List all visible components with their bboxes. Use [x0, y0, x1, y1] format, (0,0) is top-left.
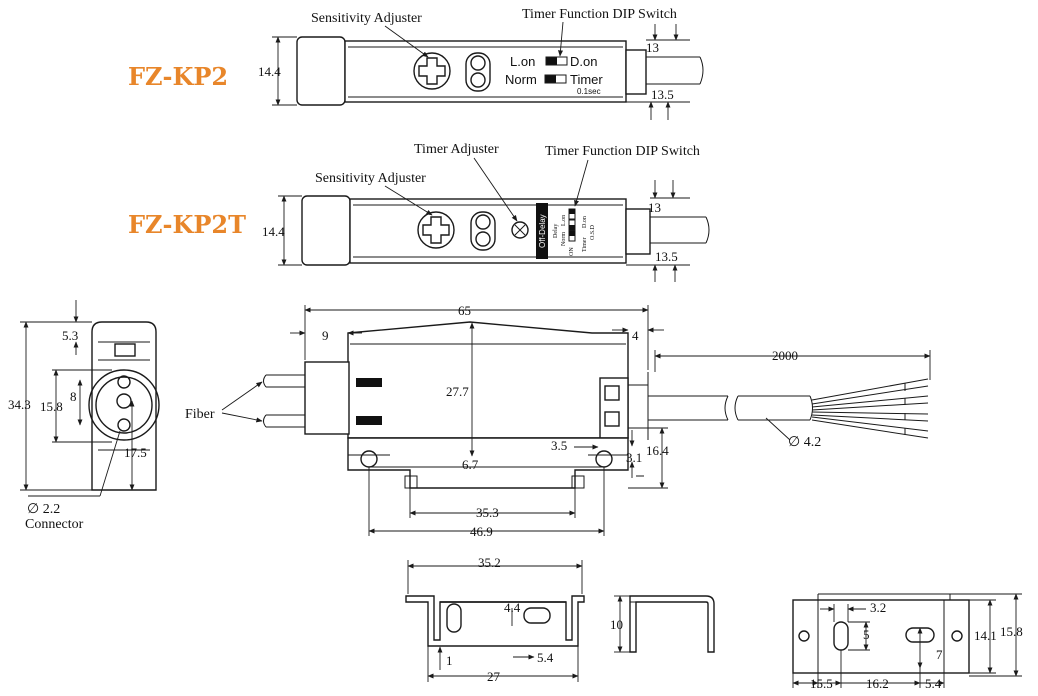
side-view: 5.3 34.3 15.8 8 17.5 ∅ 2.2 Connector [8, 300, 160, 532]
fiber-hole-icon [117, 375, 131, 389]
indicator-led-icon [475, 214, 491, 230]
dim-kp2t-13-5: 13.5 [655, 249, 678, 264]
switch-label-t-on: ON [569, 247, 575, 256]
dim-main-6-7: 6.7 [462, 457, 479, 472]
dim-side-15-8: 15.8 [40, 399, 63, 414]
bracket-slot-icon [523, 607, 551, 624]
callout-timer-function-dip-switch: Timer Function DIP Switch [522, 7, 677, 22]
connector-diameter: ∅ 2.2 [27, 502, 60, 517]
dim-side-17-5: 17.5 [124, 445, 147, 460]
dim-main-9: 9 [322, 328, 329, 343]
dim-kp2t-height: 14.4 [262, 224, 285, 239]
dim-main-35-3: 35.3 [476, 505, 499, 520]
dim-bracket-side-10: 10 [610, 617, 623, 632]
callout-connector: Connector [25, 517, 84, 532]
sensitivity-adjuster-icon [417, 211, 455, 249]
switch-label-l-on: L.on [510, 54, 535, 69]
callout-timer-adjuster: Timer Adjuster [414, 142, 499, 157]
dim-main-3-5: 3.5 [551, 438, 567, 453]
dim-kp2-13-5: 13.5 [651, 87, 674, 102]
bracket-hole-icon [798, 630, 810, 642]
bracket-front-view: 35.2 4.4 5.4 1 27 [405, 555, 585, 684]
dim-main-4: 4 [632, 328, 639, 343]
switch-label-t-osd: O.S.D [590, 224, 596, 240]
bracket-top-view: 3.2 5 7 14.1 15.8 15.5 16.2 5.4 [792, 593, 1023, 691]
switch-label-timer-unit: 0.1sec [577, 87, 601, 96]
model-label-fz-kp2: FZ-KP2 [128, 62, 228, 91]
dim-kp2-13: 13 [646, 40, 659, 55]
dim-main-16-4: 16.4 [646, 443, 669, 458]
cable-diameter: ∅ 4.2 [788, 435, 821, 450]
bracket-slot-icon [446, 603, 462, 633]
model-label-fz-kp2t: FZ-KP2T [128, 210, 246, 239]
dim-main-65: 65 [458, 303, 471, 318]
dim-top-14-1: 14.1 [974, 628, 997, 643]
switch-label-norm: Norm [505, 72, 537, 87]
fz-kp2t-view: FZ-KP2T Off-Delay Delay Norm L.on ON Tim… [128, 142, 710, 282]
dim-side-34-3: 34.3 [8, 397, 31, 412]
switch-label-d-on: D.on [570, 54, 597, 69]
bracket-side-view: 10 [610, 595, 715, 653]
dim-kp2t-13: 13 [648, 200, 661, 215]
dim-top-5: 5 [863, 627, 870, 642]
dim-top-3-2: 3.2 [870, 600, 886, 615]
timer-adjuster-icon [511, 221, 529, 239]
switch-label-off-delay: Off-Delay [538, 214, 547, 248]
dim-top-5-4: 5.4 [925, 676, 942, 691]
dim-top-7: 7 [936, 647, 943, 662]
dim-bracket-27: 27 [487, 669, 501, 684]
dim-side-5-3: 5.3 [62, 328, 78, 343]
switch-label-t-timer: Timer [582, 238, 588, 252]
indicator-led-icon [475, 231, 491, 247]
dim-top-16-2: 16.2 [866, 676, 889, 691]
callout-fiber: Fiber [185, 407, 215, 422]
dim-bracket-1: 1 [446, 653, 453, 668]
dim-main-2000: 2000 [772, 348, 798, 363]
fz-kp2-view: FZ-KP2 L.on D.on Norm Timer 0.1sec Sensi… [128, 7, 704, 120]
dim-top-15-8: 15.8 [1000, 624, 1023, 639]
dim-top-15-5: 15.5 [810, 676, 833, 691]
indicator-led-icon [470, 72, 486, 88]
callout-sensitivity-adjuster-2: Sensitivity Adjuster [315, 171, 426, 186]
switch-label-t-norm: Norm [561, 232, 567, 246]
switch-label-timer: Timer [570, 72, 603, 87]
dim-main-46-9: 46.9 [470, 524, 493, 539]
dim-kp2-height: 14.4 [258, 64, 281, 79]
sensitivity-adjuster-icon [413, 52, 451, 90]
main-view: Fiber [185, 303, 931, 539]
dim-bracket-4-4: 4.4 [504, 600, 521, 615]
dim-bracket-5-4: 5.4 [537, 650, 554, 665]
dim-main-3-1: 3.1 [626, 450, 642, 465]
dim-side-8: 8 [70, 389, 77, 404]
switch-label-t-d-on: D.on [582, 216, 588, 228]
dim-bracket-35-2: 35.2 [478, 555, 501, 570]
callout-timer-function-dip-switch-2: Timer Function DIP Switch [545, 144, 700, 159]
switch-label-delay: Delay [553, 224, 559, 238]
callout-sensitivity-adjuster: Sensitivity Adjuster [311, 11, 422, 26]
dim-main-27-7: 27.7 [446, 384, 469, 399]
bracket-hole-icon [951, 630, 963, 642]
switch-label-t-l-on: L.on [561, 215, 567, 226]
indicator-led-icon [470, 55, 486, 71]
